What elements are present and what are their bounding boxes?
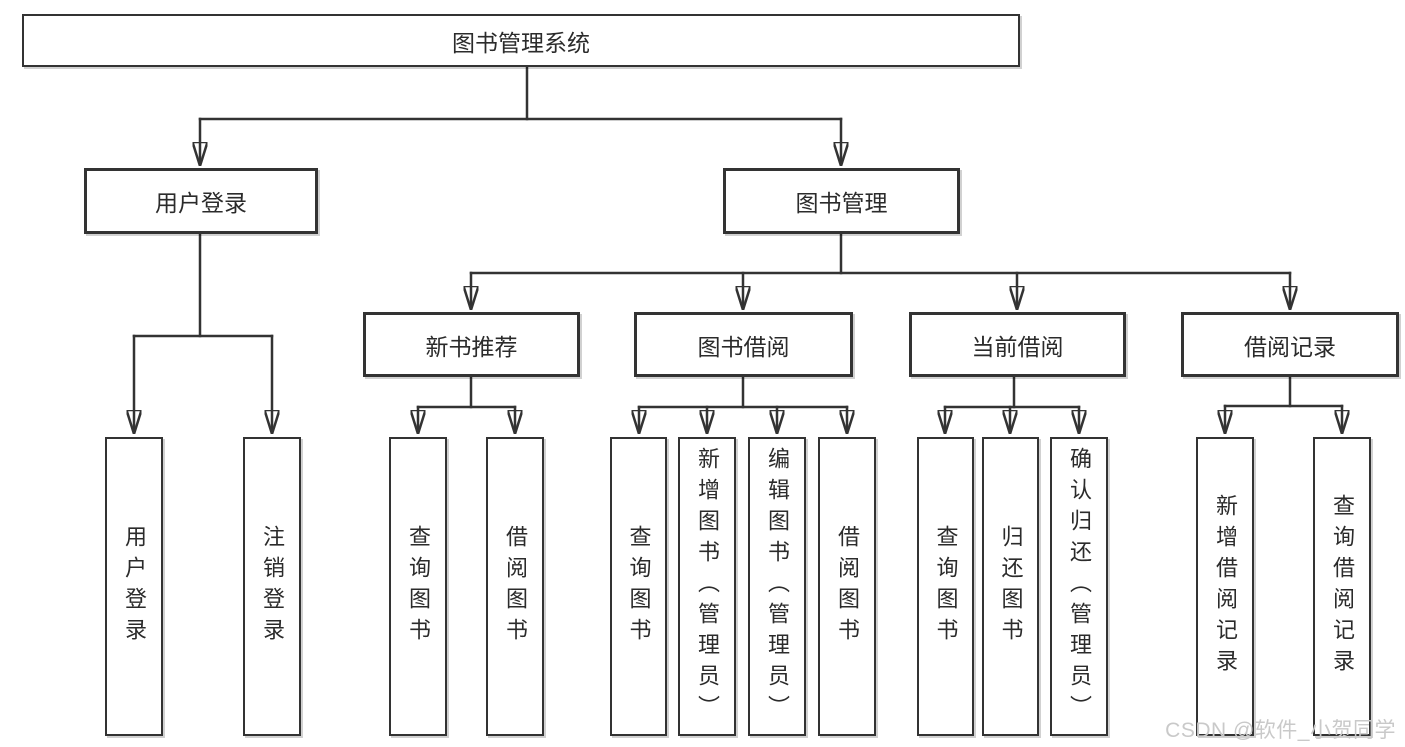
node-book-borrow: 图书借阅 (634, 312, 853, 377)
leaf-bookborrow-add-admin: 新增图书（管理员） (678, 437, 736, 736)
node-root: 图书管理系统 (22, 14, 1020, 67)
node-current-borrow: 当前借阅 (909, 312, 1126, 377)
node-book-management: 图书管理 (723, 168, 960, 234)
leaf-currentborrow-return: 归还图书 (982, 437, 1039, 736)
leaf-currentborrow-confirm-admin: 确认归还（管理员） (1050, 437, 1108, 736)
leaf-bookborrow-borrow: 借阅图书 (818, 437, 876, 736)
node-borrow-record: 借阅记录 (1181, 312, 1399, 377)
leaf-record-query: 查询借阅记录 (1313, 437, 1371, 736)
csdn-watermark: CSDN @软件_小贺同学 (1165, 719, 1396, 742)
leaf-newbook-query: 查询图书 (389, 437, 447, 736)
leaf-record-add: 新增借阅记录 (1196, 437, 1254, 736)
leaf-currentborrow-query: 查询图书 (917, 437, 974, 736)
leaf-bookborrow-edit-admin: 编辑图书（管理员） (748, 437, 806, 736)
leaf-newbook-borrow: 借阅图书 (486, 437, 544, 736)
node-user-login: 用户登录 (84, 168, 318, 234)
leaf-bookborrow-query: 查询图书 (610, 437, 667, 736)
node-new-book-recommend: 新书推荐 (363, 312, 580, 377)
leaf-user-login: 用户登录 (105, 437, 163, 736)
leaf-logout: 注销登录 (243, 437, 301, 736)
